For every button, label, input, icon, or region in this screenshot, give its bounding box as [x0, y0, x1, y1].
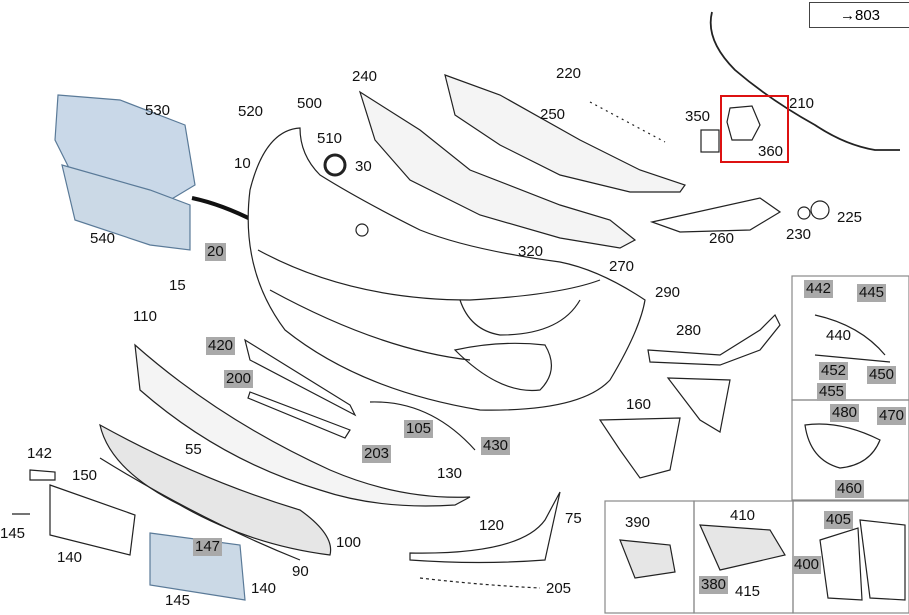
reference-number: 803 — [854, 6, 881, 24]
label-225[interactable]: 225 — [837, 209, 863, 226]
part-110-frame[interactable] — [134, 343, 471, 507]
part-140-bracket[interactable] — [49, 484, 136, 556]
label-210[interactable]: 210 — [789, 95, 815, 112]
part-260-trim[interactable] — [649, 197, 782, 233]
label-260[interactable]: 260 — [709, 230, 735, 247]
part-160b[interactable] — [666, 377, 731, 433]
label-460[interactable]: 460 — [835, 480, 865, 498]
label-147[interactable]: 147 — [193, 538, 223, 556]
label-142[interactable]: 142 — [27, 445, 53, 462]
part-540-shield[interactable] — [61, 164, 191, 251]
part-75-strip[interactable] — [409, 491, 561, 564]
label-380[interactable]: 380 — [699, 576, 729, 594]
label-205[interactable]: 205 — [546, 580, 572, 597]
label-105[interactable]: 105 — [404, 420, 434, 438]
label-400[interactable]: 400 — [792, 556, 822, 574]
label-140-right[interactable]: 140 — [251, 580, 277, 597]
label-270[interactable]: 270 — [609, 258, 635, 275]
label-455[interactable]: 455 — [817, 383, 847, 401]
part-225-holder[interactable] — [810, 200, 830, 220]
part-410-grille[interactable] — [699, 524, 786, 571]
part-390-grille[interactable] — [619, 539, 676, 579]
part-230-sensor[interactable] — [797, 206, 811, 220]
part-210-wiring[interactable] — [709, 11, 900, 151]
label-480[interactable]: 480 — [830, 404, 860, 422]
label-410[interactable]: 410 — [730, 507, 756, 524]
reference-arrow: → — [839, 6, 855, 24]
label-500[interactable]: 500 — [297, 95, 323, 112]
label-220[interactable]: 220 — [556, 65, 582, 82]
label-203[interactable]: 203 — [362, 445, 392, 463]
label-150[interactable]: 150 — [72, 467, 98, 484]
label-530[interactable]: 530 — [145, 102, 171, 119]
part-10-bumper-cover[interactable] — [247, 127, 646, 411]
label-320[interactable]: 320 — [518, 243, 544, 260]
label-75[interactable]: 75 — [565, 510, 582, 527]
part-240-bracket[interactable] — [358, 90, 637, 249]
label-120[interactable]: 120 — [479, 517, 505, 534]
label-510[interactable]: 510 — [317, 130, 343, 147]
label-240[interactable]: 240 — [352, 68, 378, 85]
part-142-clip[interactable] — [29, 469, 56, 481]
label-145-bottom[interactable]: 145 — [165, 592, 191, 609]
label-90[interactable]: 90 — [292, 563, 309, 580]
label-350[interactable]: 350 — [685, 108, 711, 125]
part-405-trim[interactable] — [859, 519, 906, 601]
label-290[interactable]: 290 — [655, 284, 681, 301]
label-145-left[interactable]: 145 — [0, 525, 26, 542]
label-200[interactable]: 200 — [224, 370, 254, 388]
label-540[interactable]: 540 — [90, 230, 116, 247]
label-30[interactable]: 30 — [355, 158, 372, 175]
part-420-grille[interactable] — [244, 338, 357, 417]
label-450[interactable]: 450 — [867, 366, 897, 384]
label-20[interactable]: 20 — [205, 243, 226, 261]
part-250-absorber[interactable] — [444, 74, 686, 193]
label-430[interactable]: 430 — [481, 437, 511, 455]
label-420[interactable]: 420 — [206, 337, 236, 355]
label-442[interactable]: 442 — [804, 280, 834, 298]
label-390[interactable]: 390 — [625, 514, 651, 531]
label-405[interactable]: 405 — [824, 511, 854, 529]
label-15[interactable]: 15 — [169, 277, 186, 294]
part-480-frame[interactable] — [804, 423, 881, 469]
part-440-strip[interactable] — [814, 314, 886, 356]
part-200-strip[interactable] — [247, 391, 351, 439]
label-470[interactable]: 470 — [877, 407, 907, 425]
label-140-left[interactable]: 140 — [57, 549, 83, 566]
part-450-strip[interactable] — [814, 354, 891, 363]
label-130[interactable]: 130 — [437, 465, 463, 482]
part-90-strip[interactable] — [99, 457, 301, 561]
label-10[interactable]: 10 — [234, 155, 251, 172]
part-350-sensor[interactable] — [700, 129, 720, 153]
part-220-marker — [589, 101, 666, 143]
label-440[interactable]: 440 — [826, 327, 852, 344]
label-445[interactable]: 445 — [857, 284, 887, 302]
label-55[interactable]: 55 — [185, 441, 202, 458]
label-100[interactable]: 100 — [336, 534, 362, 551]
label-160[interactable]: 160 — [626, 396, 652, 413]
part-430-moulding[interactable] — [369, 401, 476, 451]
part-360-bracket[interactable] — [726, 105, 761, 141]
label-360[interactable]: 360 — [758, 143, 784, 160]
label-280[interactable]: 280 — [676, 322, 702, 339]
label-520[interactable]: 520 — [238, 103, 264, 120]
part-400-trim[interactable] — [819, 527, 863, 601]
label-110[interactable]: 110 — [133, 308, 157, 325]
label-250[interactable]: 250 — [540, 106, 566, 123]
part-205-strip[interactable] — [419, 577, 541, 589]
part-280-bracket[interactable] — [647, 313, 781, 366]
reference-box[interactable]: → 803 — [809, 2, 909, 28]
label-230[interactable]: 230 — [786, 226, 812, 243]
label-415[interactable]: 415 — [735, 583, 761, 600]
selection-highlight-box — [720, 95, 789, 163]
part-160-bracket[interactable] — [598, 417, 681, 479]
label-452[interactable]: 452 — [819, 362, 849, 380]
